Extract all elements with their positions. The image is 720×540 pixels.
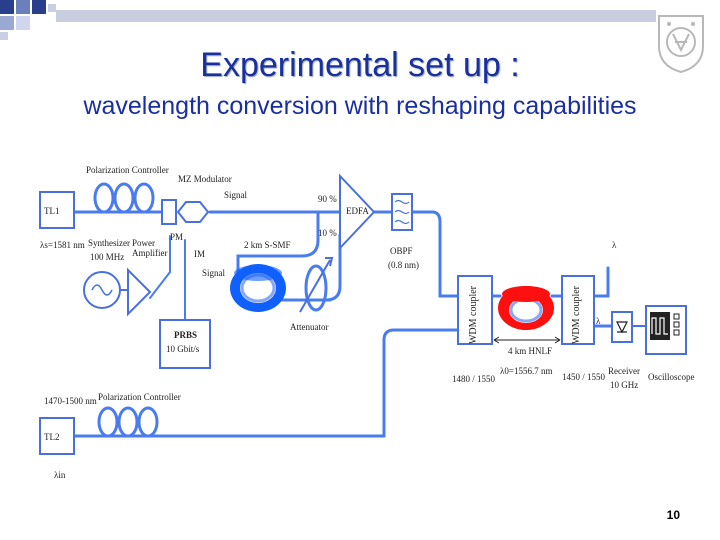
- label-wdm-left: WDM coupler: [468, 286, 479, 345]
- power-amplifier-icon: [127, 267, 152, 317]
- label-hnlf-lambda: λ0=1556.7 nm: [500, 366, 553, 376]
- label-tl2-wavelength: 1470-1500 nm: [44, 396, 97, 406]
- mz-modulator: [161, 199, 210, 225]
- label-mz-modulator: MZ Modulator: [178, 174, 232, 184]
- pol-controller-bottom: [97, 406, 159, 438]
- smf-spool: [230, 264, 286, 312]
- sine-icon: [91, 284, 113, 296]
- wire-amp-pm: [149, 235, 171, 299]
- fiber-tap: [236, 210, 332, 302]
- header-bar: [56, 10, 656, 22]
- label-signal-top: Signal: [224, 190, 248, 200]
- header-decoration: [0, 0, 656, 40]
- label-attenuator: Attenuator: [290, 322, 329, 332]
- label-tl2-symbol: λin: [54, 470, 66, 480]
- label-wdm-left-range: 1480 / 1550: [452, 374, 496, 384]
- wdm-left-box: [457, 275, 493, 345]
- hnlf-length-arrow: [493, 336, 561, 344]
- corner-square: [0, 32, 8, 40]
- attenuator-icon: [299, 257, 334, 313]
- prbs-box: [159, 319, 211, 369]
- label-prbs: PRBS: [174, 330, 198, 340]
- label-receiver-bw: 10 GHz: [610, 380, 639, 390]
- corner-square: [16, 0, 30, 14]
- page-number: 10: [666, 508, 680, 522]
- label-wdm-right-range: 1450 / 1550: [562, 372, 606, 382]
- label-im: IM: [194, 249, 205, 259]
- label-hnlf: 4 km HNLF: [508, 346, 553, 356]
- label-split-10: 10 %: [318, 228, 337, 238]
- filter-icon: [394, 199, 410, 225]
- corner-square: [16, 16, 30, 30]
- label-wdm-right: WDM coupler: [571, 286, 582, 345]
- fiber-att-coupler: [325, 234, 342, 302]
- corner-square: [48, 4, 56, 12]
- corner-square: [0, 16, 14, 30]
- edfa-icon: [339, 173, 376, 251]
- receiver-box: [611, 311, 633, 343]
- label-pol-controller-bottom: Polarization Controller: [98, 392, 181, 402]
- label-pm: PM: [170, 232, 184, 242]
- label-prbs-rate: 10 Gbit/s: [166, 344, 200, 354]
- label-synth-freq: 100 MHz: [90, 252, 125, 262]
- fiber-tl2: [70, 328, 462, 438]
- fiber-paths: [70, 210, 614, 438]
- fiber-lambda-out: [592, 266, 610, 298]
- hnlf-spool: [498, 286, 554, 330]
- slide-title: Experimental set up :: [200, 46, 520, 84]
- label-obpf: OBPF: [390, 246, 413, 256]
- photodiode-icon: [616, 321, 628, 334]
- label-oscilloscope: Oscilloscope: [648, 372, 695, 382]
- label-tl2: TL2: [44, 432, 60, 442]
- corner-square: [32, 0, 46, 14]
- label-split-90: 90 %: [318, 194, 337, 204]
- pol-controller-top: [93, 182, 155, 214]
- label-smf: 2 km S-SMF: [244, 240, 291, 250]
- label-pol-controller-top: Polarization Controller: [86, 165, 169, 175]
- laser-tl1-box: [39, 191, 75, 229]
- laser-tl2-box: [39, 417, 75, 455]
- slide-subtitle: wavelength conversion with reshaping cap…: [83, 92, 637, 120]
- label-obpf-bw: (0.8 nm): [388, 260, 419, 270]
- label-tl1: TL1: [44, 206, 60, 216]
- label-synthesizer: Synthesizer: [88, 238, 130, 248]
- label-tl1-wavelength: λs=1581 nm: [40, 240, 85, 250]
- wdm-right-box: [561, 275, 595, 345]
- corner-square: [0, 0, 14, 14]
- label-power-amplifier: Power Amplifier: [132, 238, 168, 258]
- scope-buttons: [673, 313, 680, 336]
- waveform-icon: [651, 317, 668, 335]
- label-lambda-top: λ: [612, 240, 617, 250]
- label-signal-bottom: Signal: [202, 268, 226, 278]
- institution-logo: [658, 15, 704, 74]
- label-edfa: EDFA: [346, 206, 369, 216]
- label-lambda-out: λ: [596, 316, 601, 326]
- label-receiver: Receiver: [608, 366, 640, 376]
- fiber-obpf-wdm: [410, 210, 462, 298]
